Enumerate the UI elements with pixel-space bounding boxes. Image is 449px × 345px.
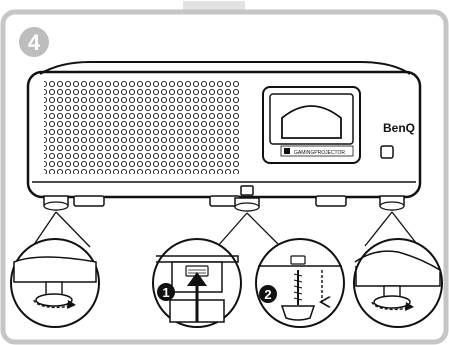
detail-left-foot-rotate: [11, 239, 99, 327]
callout-marker-1-label: 1: [162, 285, 169, 300]
foot-knob-right: [374, 296, 410, 308]
right-adjuster-foot: [380, 196, 404, 210]
middle-adjuster-foot: [235, 198, 259, 211]
brand-logo: BenQ: [383, 121, 415, 135]
left-adjuster-foot: [44, 196, 68, 210]
step-number: 4: [28, 30, 41, 55]
step-badge: 4: [19, 27, 49, 57]
detail-release-button: 1: [153, 239, 241, 327]
detail-right-foot-rotate: [354, 239, 442, 327]
projector-underside: [14, 257, 96, 282]
projector-illustration: GAMINGPROJECTOR BenQ: [28, 62, 420, 211]
speaker-grille: [44, 80, 240, 174]
adjuster-latch: [241, 186, 253, 195]
adjuster-knob: [282, 306, 314, 320]
foot-pad-left: [74, 196, 104, 206]
badge-logo-icon: [284, 148, 290, 154]
power-button-icon: [381, 146, 393, 158]
detail-lower-foot: 2: [256, 239, 344, 327]
callout-marker-2-label: 2: [264, 287, 271, 302]
foot-knob: [36, 294, 72, 306]
badge-text: GAMINGPROJECTOR: [294, 150, 345, 156]
latch-small: [291, 256, 305, 264]
foot-pad-right: [316, 196, 346, 206]
